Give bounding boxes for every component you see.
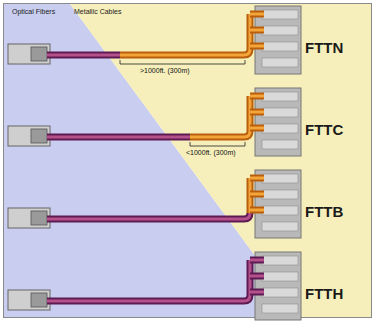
metallic-cable [250, 175, 264, 182]
office-equipment [31, 129, 47, 143]
optical-fiber-core [47, 260, 250, 301]
metallic-cable-core [120, 14, 250, 55]
optical-fiber [47, 260, 250, 301]
metallic-cable [250, 43, 264, 50]
metallic-cable [120, 14, 250, 55]
building-floor [262, 92, 298, 101]
fttx-type-label: FTTH [305, 286, 343, 303]
fttx-type-label: FTTC [305, 122, 343, 139]
building-floor [262, 272, 298, 281]
optical-fiber [250, 289, 264, 296]
metallic-cable-core [190, 96, 250, 137]
region-label: Optical Fibers [12, 8, 55, 16]
optical-fiber [47, 213, 250, 219]
metallic-cable [250, 207, 264, 214]
building-floor [262, 108, 298, 117]
metallic-cable-core [250, 45, 264, 48]
metallic-cable [250, 11, 264, 18]
office-equipment [31, 47, 47, 61]
optical-fiber-core [250, 291, 264, 294]
metallic-cable [250, 27, 264, 34]
dimension-bracket [190, 142, 245, 146]
central-office [8, 290, 50, 310]
optical-fiber [47, 134, 190, 141]
optical-fiber [250, 273, 264, 280]
optical-fiber-core [250, 259, 264, 262]
office-equipment [31, 211, 47, 225]
building-floor [262, 222, 298, 231]
building-floor [262, 256, 298, 265]
building-floor [262, 174, 298, 183]
metallic-cable-core [250, 193, 264, 196]
region-label: Metallic Cables [74, 8, 121, 16]
optical-fiber-core [250, 275, 264, 278]
building-floor [262, 42, 298, 51]
optical-fiber [250, 257, 264, 264]
metallic-cable-core [250, 127, 264, 130]
optical-fiber [47, 52, 120, 59]
optical-fiber-core [47, 136, 190, 139]
metallic-cable-core [250, 209, 264, 212]
building-floor [262, 190, 298, 199]
optical-fiber-core [47, 213, 250, 219]
building-floor [262, 124, 298, 133]
metallic-cable [250, 125, 264, 132]
distance-label: >1000ft. (300m) [140, 67, 190, 75]
building-floor [262, 304, 298, 313]
central-office [8, 126, 50, 146]
optical-fiber-core [47, 54, 120, 57]
building-floor [262, 140, 298, 149]
distance-label: <1000ft. (300m) [186, 149, 236, 157]
dimension-bracket [120, 60, 245, 64]
central-office [8, 208, 50, 228]
building-floor [262, 206, 298, 215]
metallic-cable [190, 96, 250, 137]
metallic-cable [250, 93, 264, 100]
metallic-cable-core [250, 95, 264, 98]
metallic-cable-core [250, 29, 264, 32]
building-floor [262, 288, 298, 297]
metallic-cable [250, 191, 264, 198]
office-equipment [31, 293, 47, 307]
metallic-cable [250, 109, 264, 116]
metallic-cable-core [250, 111, 264, 114]
building-floor [262, 10, 298, 19]
metallic-cable-core [250, 13, 264, 16]
fttx-type-label: FTTB [305, 204, 343, 221]
building-floor [262, 58, 298, 67]
central-office [8, 44, 50, 64]
fttx-type-label: FTTN [305, 40, 343, 57]
metallic-cable-core [250, 177, 264, 180]
building-floor [262, 26, 298, 35]
